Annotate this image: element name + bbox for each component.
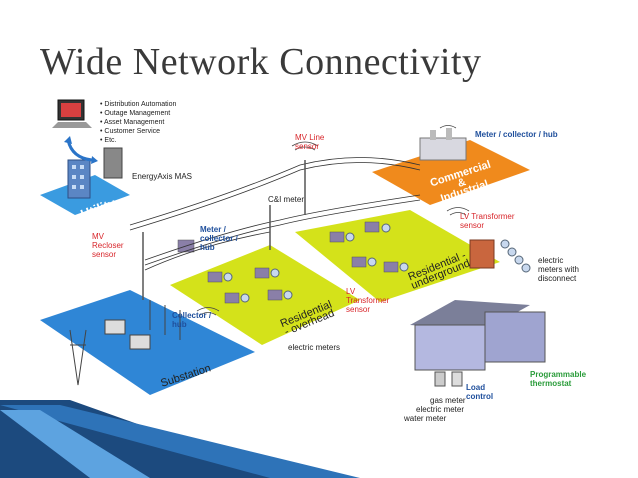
list-item: Etc. [100,136,176,145]
load-control-icon [451,371,463,387]
substation-equipment-icons [69,300,181,386]
utility-building-icon [67,159,91,199]
home-roof-icon [410,300,530,330]
collector-hub-label: Collector / hub [172,311,212,329]
factory-icon [419,137,467,161]
server-icon [103,147,123,179]
slide-title: Wide Network Connectivity [40,41,482,83]
meter-icons [223,223,531,303]
utility-poles [142,160,306,300]
ci-meter-label: C&I meter [268,195,305,204]
list-item: Distribution Automation [100,100,176,109]
water-meter-label: water meter [404,414,447,423]
gas-meter-label: gas meter [430,396,466,405]
meter-collector-hub-mid-label: Meter / collector / hub [200,225,238,252]
list-item: Asset Management [100,118,176,127]
electric-meters-disconnect-label: electric meters with disconnect [538,256,579,283]
residential-underground-zone [295,210,500,302]
commercial-zone [372,140,530,205]
apartment-icon [469,239,495,269]
power-lines [129,157,421,271]
electric-meters-label: electric meters [288,343,341,352]
load-control-label: Load control [466,383,494,401]
meter-collector-hub-top-label: Meter / collector / hub [475,130,558,139]
mv-recloser-sensor-label: MV Recloser sensor [92,232,124,259]
system-label: EnergyAxis MAS [132,172,193,181]
residential-overhead-zone [170,245,360,345]
wireless-signal-icons [196,125,470,316]
mv-line-sensor-label: MV Line sensor [295,133,325,151]
list-item: Customer Service [100,127,176,136]
list-item: Outage Management [100,109,176,118]
electric-meter-label: electric meter [416,405,465,414]
programmable-thermostat-label: Programmable thermostat [530,370,587,388]
house-icons [177,221,399,304]
gas-meter-icon [434,371,446,387]
lv-transformer-sensor-top-label: LV Transformer sensor [460,212,515,230]
lv-transformer-sensor-mid-label: LV Transformer sensor [346,287,390,314]
home-icon [414,324,486,371]
workstation-icon [52,99,92,128]
utility-function-list: Distribution Automation Outage Managemen… [100,100,176,145]
